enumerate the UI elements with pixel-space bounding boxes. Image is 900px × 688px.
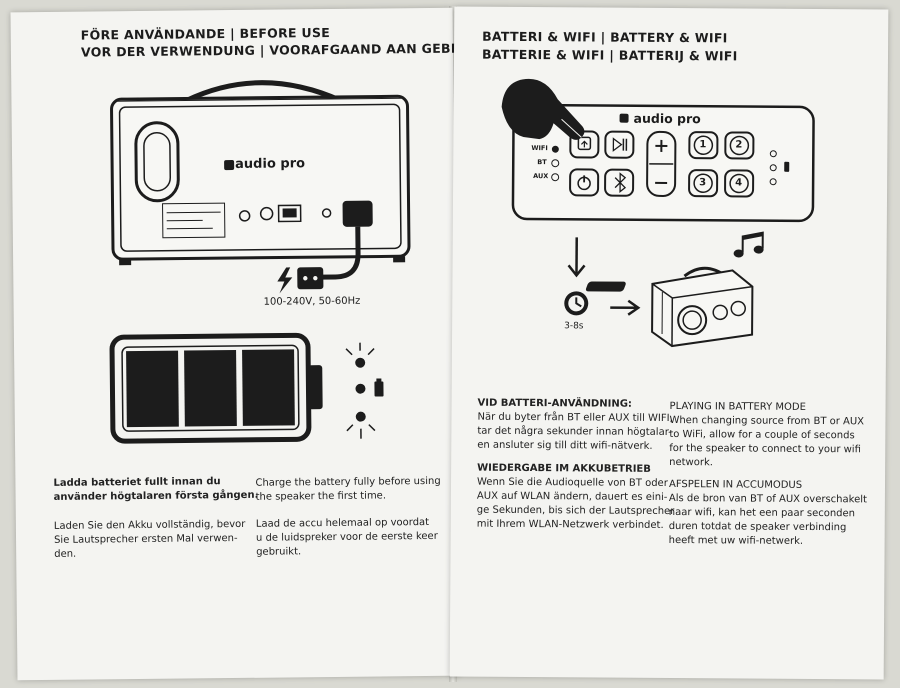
right-page: BATTERI & WIFI | BATTERY & WIFI BATTERIE… xyxy=(449,6,889,680)
left-page: FÖRE ANVÄNDANDE | BEFORE USE VOR DER VER… xyxy=(10,7,486,681)
text-dutch-block: AFSPELEN IN ACCUMODUS Als de bron van BT… xyxy=(669,478,868,549)
text-swedish: Ladda batteriet fullt innan du använder … xyxy=(53,476,259,503)
speaker-brand-logo: audio pro xyxy=(235,156,306,172)
preset-button-1: 1 xyxy=(699,139,707,151)
text-german-block: WIEDERGABE IM AKKUBETRIEB Wenn Sie die A… xyxy=(477,462,675,533)
preset-button-3: 3 xyxy=(699,177,707,189)
text-dutch: Laad de accu helemaal op voordat u de lu… xyxy=(255,516,438,558)
battery-illustration xyxy=(109,332,384,444)
text-english: Charge the battery fully before using th… xyxy=(255,475,441,503)
power-spec-label: 100-240V, 50-60Hz xyxy=(263,295,361,308)
preset-button-4: 4 xyxy=(735,177,743,189)
text-swedish-block: VID BATTERI-ANVÄNDNING: När du byter frå… xyxy=(477,397,673,454)
speaker-back-illustration xyxy=(110,80,411,294)
timer-label: 3-8s xyxy=(564,321,584,332)
nl-body: Als de bron van BT of AUX overschakelt n… xyxy=(668,493,867,547)
en-title: PLAYING IN BATTERY MODE xyxy=(669,401,806,413)
en-body: When changing source from BT or AUX to W… xyxy=(669,415,865,469)
sv-body: När du byter från BT eller AUX till WIFI… xyxy=(477,411,673,452)
indicator-label-aux: AUX xyxy=(533,172,549,181)
indicator-label-bt: BT xyxy=(537,158,547,167)
de-title: WIEDERGABE IM AKKUBETRIEB xyxy=(477,462,651,475)
preset-button-2: 2 xyxy=(735,139,743,151)
sv-title: VID BATTERI-ANVÄNDNING: xyxy=(477,397,632,410)
nl-title: AFSPELEN IN ACCUMODUS xyxy=(668,479,803,491)
indicator-label-wifi: WIFI xyxy=(531,144,548,153)
control-panel-illustration xyxy=(501,78,815,348)
text-german: Laden Sie den Akku vollständig, bevor Si… xyxy=(53,518,246,560)
text-english-block: PLAYING IN BATTERY MODE When changing so… xyxy=(669,400,864,471)
de-body: Wenn Sie die Audioquelle von BT oder AUX… xyxy=(476,476,675,531)
panel-brand-logo: audio pro xyxy=(633,110,701,127)
